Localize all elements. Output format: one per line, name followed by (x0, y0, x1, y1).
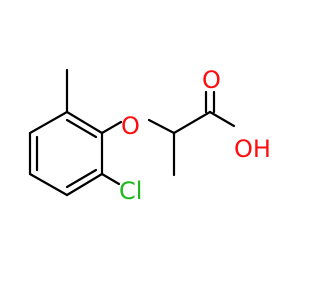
ring-bond-6-inner (65, 118, 98, 139)
ring-chlorine-bond (100, 172, 121, 186)
ring-bond-4 (65, 172, 104, 197)
oxygen-alpha-bond (147, 118, 176, 135)
ring-oxygen-bond (100, 120, 123, 135)
ring-bond-1 (28, 110, 69, 135)
ring-bond-6 (65, 110, 104, 135)
chlorine-label: Cl (119, 177, 142, 205)
molecule-canvas: O O OH Cl (28, 66, 271, 205)
alpha-carboxyl-bond (172, 110, 212, 135)
carbonyl-oxygen-label: O (202, 66, 221, 94)
ring-bond-3 (28, 172, 69, 197)
ether-oxygen-label: O (121, 112, 140, 140)
hydroxyl-bond (208, 110, 236, 128)
hydroxyl-label: OH (234, 135, 271, 163)
molecule-structure: O O OH Cl (28, 66, 271, 205)
ring-bond-4-inner (65, 168, 98, 189)
